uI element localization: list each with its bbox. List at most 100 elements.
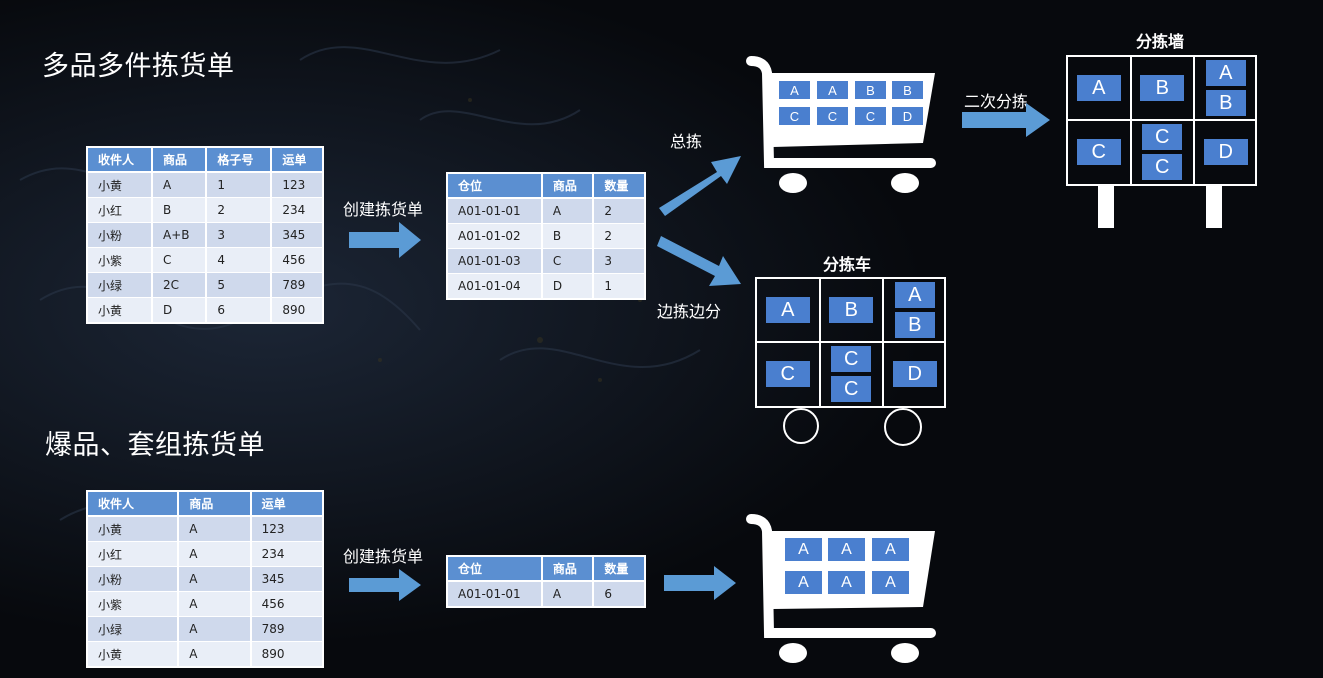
sort-cart-item-box: D	[892, 361, 937, 387]
sort-wall-title: 分拣墙	[1136, 32, 1185, 51]
cart-item-box: C	[817, 107, 848, 125]
table-cell: 2C	[152, 272, 208, 298]
table-cell: A	[152, 172, 208, 198]
sort-cart-item-box: A	[765, 297, 810, 323]
cart-item-box: A	[828, 571, 865, 594]
table-cell: 小红	[87, 541, 180, 567]
table-cell: 小黄	[87, 641, 180, 668]
table-header-cell: 数量	[593, 556, 646, 582]
cart-item-box: A	[785, 538, 822, 561]
table-cell: 123	[250, 516, 325, 542]
table-cell: A	[178, 616, 252, 642]
table-header-cell: 商品	[152, 147, 208, 173]
sort-wall-item-box: A	[1076, 75, 1121, 101]
cart-item-box: A	[872, 538, 909, 561]
section1-title: 多品多件拣货单	[42, 51, 235, 82]
shopping-cart-icon	[746, 56, 936, 193]
table-header-row: 收件人 商品 运单	[87, 491, 325, 517]
table-cell: A	[541, 198, 595, 224]
table-cell: 小黄	[87, 172, 154, 198]
arrow-right-icon	[349, 569, 421, 601]
table-header-cell: 运单	[250, 491, 325, 517]
cart-item-box: D	[892, 107, 923, 125]
arrow-down-right-icon	[657, 236, 741, 286]
table-cell: 小红	[87, 197, 154, 223]
sort-wall-item-box: D	[1203, 139, 1248, 165]
cart-item-box: A	[785, 571, 822, 594]
table-cell: 2	[206, 197, 273, 223]
sort-cart-item-box: B	[894, 312, 935, 338]
table-cell: A01-01-01	[447, 198, 543, 224]
table-cell: 小黄	[87, 516, 180, 542]
sort-wall-leg	[1206, 186, 1222, 228]
sort-wall-leg	[1098, 186, 1114, 228]
table-cell: 3	[593, 248, 646, 274]
table-cell: B	[152, 197, 208, 223]
table-header-row: 仓位 商品 数量	[447, 173, 646, 199]
create-pick-list-label-1: 创建拣货单	[343, 200, 424, 219]
table-cell: 小紫	[87, 591, 180, 617]
table-cell: C	[541, 248, 595, 274]
sort-wall-item-box: C	[1142, 154, 1183, 180]
table-cell: 2	[593, 223, 646, 249]
table-cell: 456	[250, 591, 325, 617]
arrow-right-icon	[962, 103, 1050, 137]
sort-cart-wheel	[783, 408, 819, 444]
table-header-cell: 数量	[593, 173, 646, 199]
table-header-row: 收件人 商品 格子号 运单	[87, 147, 324, 173]
arrow-up-right-icon	[659, 156, 741, 216]
sort-cart-title: 分拣车	[823, 255, 872, 274]
table-cell: 4	[206, 247, 273, 273]
sort-cart-item-box: C	[765, 361, 810, 387]
table-cell: A+B	[152, 222, 208, 248]
sort-wall-item-box: A	[1205, 60, 1246, 86]
table-header-cell: 商品	[178, 491, 252, 517]
table-cell: A	[178, 566, 252, 592]
table-cell: 123	[271, 172, 324, 198]
table-cell: 456	[271, 247, 324, 273]
table-cell: 890	[250, 641, 325, 668]
sort-wall-item-box: C	[1076, 139, 1121, 165]
table-header-cell: 商品	[541, 556, 595, 582]
table-cell: 小粉	[87, 566, 180, 592]
table-cell: 789	[271, 272, 324, 298]
table-cell: A01-01-02	[447, 223, 543, 249]
sort-wall-item-box: C	[1142, 124, 1183, 150]
table-cell: 小黄	[87, 297, 154, 324]
table-cell: A01-01-01	[447, 581, 543, 608]
table-header-row: 仓位 商品 数量	[447, 556, 646, 582]
table-header-cell: 商品	[541, 173, 595, 199]
table-cell: A01-01-04	[447, 273, 543, 300]
table-header-cell: 收件人	[87, 491, 180, 517]
cart-item-box: B	[892, 81, 923, 99]
table-cell: A	[178, 541, 252, 567]
sort-wall-item-box: B	[1140, 75, 1185, 101]
sort-wall-item-box: B	[1205, 90, 1246, 116]
table-header-cell: 运单	[271, 147, 324, 173]
table-cell: 2	[593, 198, 646, 224]
table-cell: 345	[250, 566, 325, 592]
table-cell: 890	[271, 297, 324, 324]
sort-cart-wheel	[884, 408, 922, 446]
table-cell: 6	[206, 297, 273, 324]
table-header-cell: 仓位	[447, 556, 543, 582]
table-header-cell: 收件人	[87, 147, 154, 173]
sort-cart-item-box: C	[831, 376, 872, 402]
table-cell: B	[541, 223, 595, 249]
